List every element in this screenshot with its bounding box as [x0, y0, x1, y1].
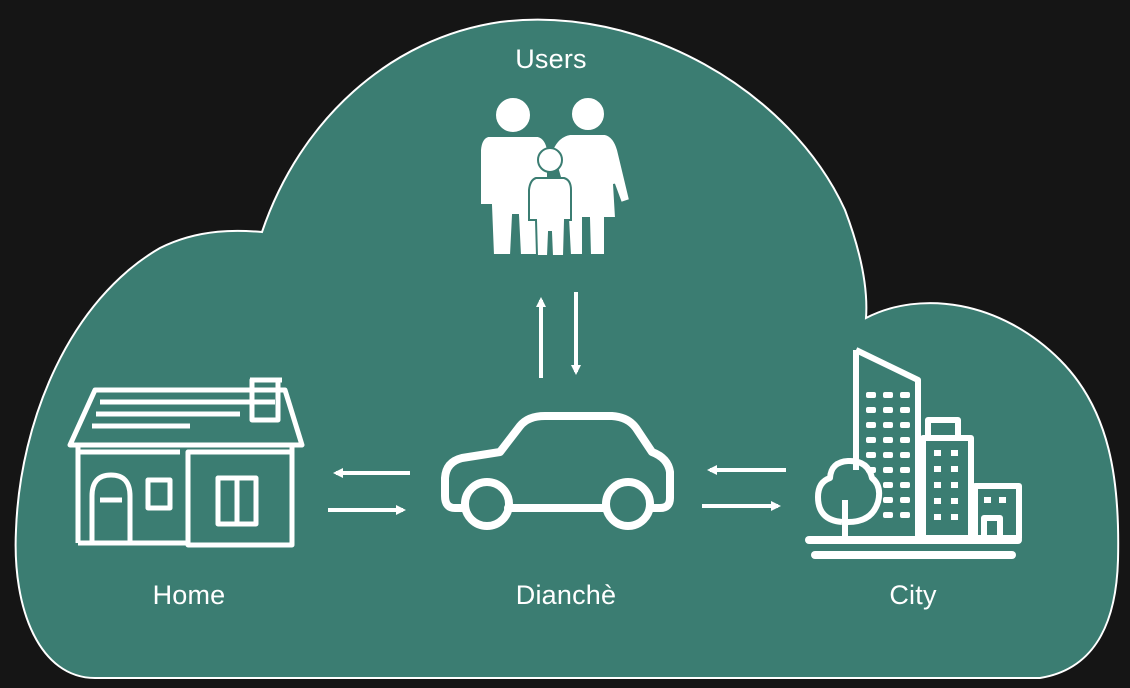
home-label: Home	[152, 580, 226, 610]
house-icon	[67, 377, 305, 548]
city-buildings-icon	[805, 347, 1022, 559]
arrows-car-city	[702, 465, 786, 511]
users-label: Users	[515, 44, 587, 74]
car-label: Dianchè	[515, 580, 617, 610]
city-label: City	[889, 580, 937, 610]
arrows-users-car	[536, 292, 581, 378]
car-icon	[441, 412, 674, 530]
arrows-home-car	[328, 468, 410, 515]
family-icon	[479, 96, 632, 257]
